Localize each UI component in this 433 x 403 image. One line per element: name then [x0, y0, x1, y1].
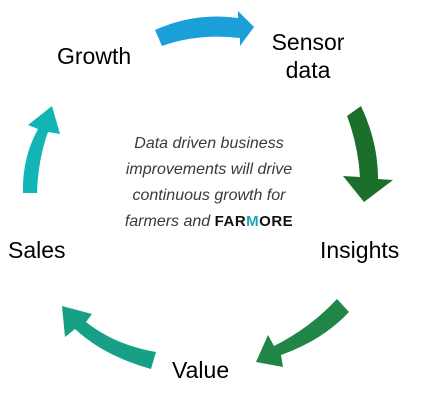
center-line-3: continuous growth for: [132, 187, 286, 204]
logo-text-m: M: [246, 213, 260, 230]
center-line-4-prefix: farmers and: [124, 213, 211, 230]
arrow-value-to-sales: [62, 306, 156, 369]
center-line-1: Data driven business: [134, 135, 284, 152]
stage-label-sales: Sales: [8, 237, 66, 263]
center-line-4: farmers and FARMORE: [100, 209, 318, 235]
stage-label-sensor-line1: Sensor: [271, 29, 345, 55]
center-statement: Data driven business improvements will d…: [100, 131, 318, 235]
arrow-sales-to-growth: [22, 106, 60, 193]
logo-text-far: FAR: [214, 213, 247, 230]
stage-label-sensor-data: Sensor data: [262, 28, 354, 84]
stage-label-insights: Insights: [320, 237, 400, 263]
farmore-logo: FARMORE: [215, 213, 294, 230]
center-line-2: improvements will drive: [125, 161, 293, 178]
arrow-growth-to-sensor: [155, 11, 254, 46]
logo-text-ore: ORE: [259, 213, 294, 230]
stage-label-sensor-line2: data: [285, 57, 331, 83]
arrow-sensor-to-insights: [343, 106, 393, 202]
stage-label-growth: Growth: [57, 43, 132, 69]
arrow-insights-to-value: [256, 299, 349, 367]
stage-label-value: Value: [172, 357, 230, 383]
